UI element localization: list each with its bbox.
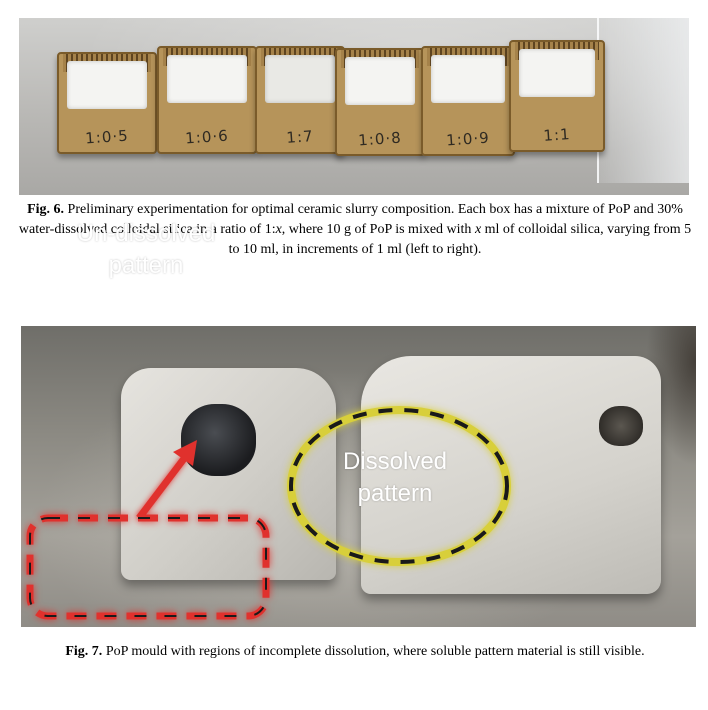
slurry-box-1: 1:0·5: [57, 52, 157, 154]
dissolved-label-line2: pattern: [357, 480, 433, 507]
annotation-arrow: [136, 449, 192, 521]
caption-text: Preliminary experimentation for optimal …: [18, 202, 683, 237]
slurry-box-2: 1:0·6: [157, 46, 257, 154]
box-label: 1:0·9: [445, 128, 491, 150]
dissolved-label-line1: Dissolved: [342, 448, 448, 475]
dissolved-annotation-label: Dissolved pattern: [330, 446, 460, 510]
box-label: 1:7: [285, 127, 315, 147]
figure-6-photo: 1:0·5 1:0·6 1:7 1:0·8 1:0·9 1:1: [19, 18, 689, 195]
caption-text: ml of colloidal silica, varying from 5 t…: [228, 222, 692, 257]
slurry-box-3: 1:7: [255, 46, 345, 154]
caption-label: Fig. 7.: [65, 644, 103, 659]
undissolved-highlight-box: [26, 514, 270, 620]
box-label: 1:0·8: [357, 128, 403, 150]
mould-cavity-hole: [599, 406, 643, 446]
slurry-box-6: 1:1: [509, 40, 605, 152]
glass-container: [597, 18, 689, 183]
undissolved-label-line1: Un-dissolved: [76, 220, 216, 247]
caption-variable: x: [275, 222, 282, 237]
arrow-head-icon: [173, 440, 197, 466]
box-label: 1:1: [542, 125, 572, 145]
undissolved-pattern-residue: [181, 404, 256, 476]
caption-variable: x: [474, 222, 482, 237]
undissolved-highlight-dash: [29, 517, 267, 617]
caption-text: , where 10 g of PoP is mixed with: [281, 222, 475, 237]
mould-right-half: [361, 356, 661, 594]
undissolved-annotation-label: Un-dissolved pattern: [30, 218, 262, 282]
caption-text: PoP mould with regions of incomplete dis…: [102, 644, 645, 659]
slurry-box-4: 1:0·8: [335, 48, 425, 156]
annotation-overlay: [26, 406, 511, 620]
figure-7-photo: [21, 326, 696, 627]
slurry-box-5: 1:0·9: [421, 46, 515, 156]
box-label: 1:0·5: [84, 126, 130, 148]
dissolved-highlight-dash: [289, 408, 509, 564]
caption-label: Fig. 6.: [27, 202, 65, 217]
box-label: 1:0·6: [184, 126, 230, 148]
undissolved-label-line2: pattern: [108, 252, 184, 279]
figure-6-caption: Fig. 6. Preliminary experimentation for …: [14, 200, 696, 260]
figure-7-caption: Fig. 7. PoP mould with regions of incomp…: [14, 636, 696, 667]
